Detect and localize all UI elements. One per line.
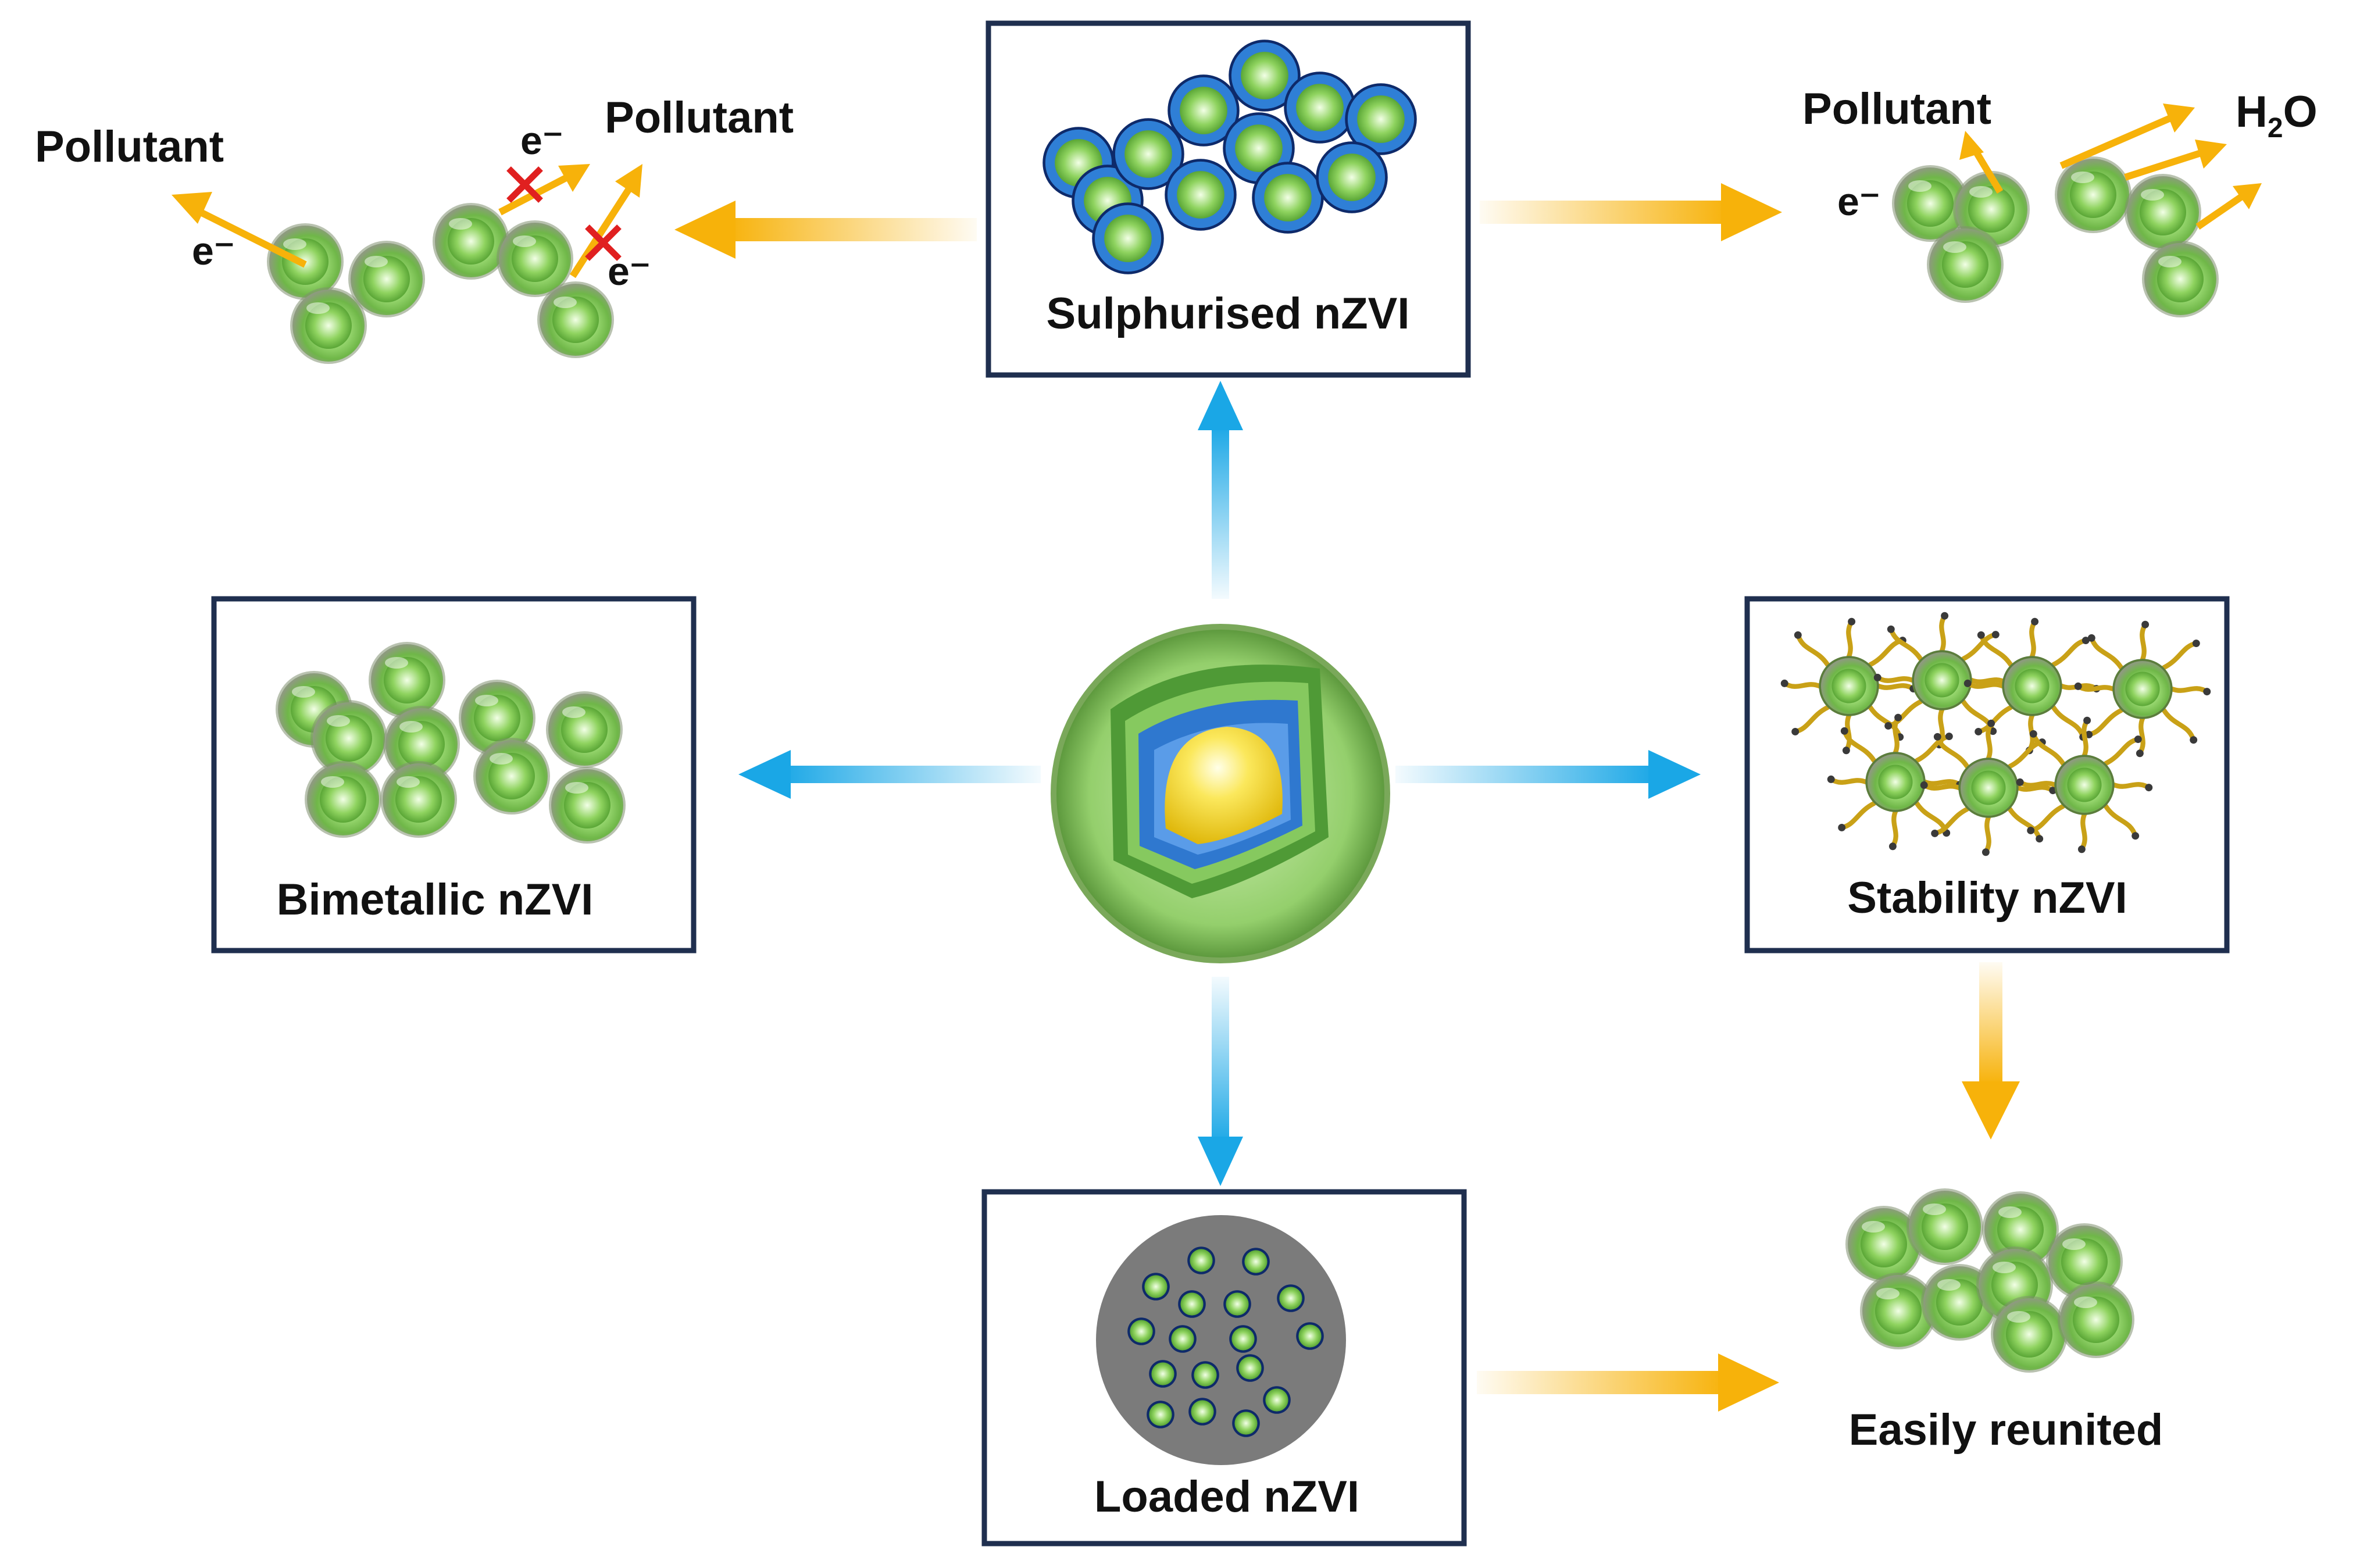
tl-electron-3: e⁻: [608, 249, 651, 294]
tr-pollutant: Pollutant: [1802, 84, 1991, 134]
arrow-sulphurised-left: [674, 201, 977, 259]
sulphurised-label: Sulphurised nZVI: [1047, 289, 1410, 338]
loaded-nzvi-box: Loaded nZVI: [981, 1189, 1467, 1546]
tr-water: H2O: [2236, 87, 2318, 144]
sulphurised-nzvi-box: Sulphurised nZVI: [986, 20, 1471, 378]
arrow-to-sulphurised: [1198, 381, 1243, 599]
loaded-label: Loaded nZVI: [1094, 1472, 1359, 1521]
bimetallic-label: Bimetallic nZVI: [277, 875, 594, 924]
top-right-reduction: Pollutant e⁻ H2O: [1802, 84, 2318, 317]
stability-label: Stability nZVI: [1847, 873, 2127, 923]
tr-electron: e⁻: [1837, 180, 1880, 224]
top-left-blocked-transfer: Pollutant Pollutant e⁻ e⁻ e⁻: [35, 93, 794, 364]
easily-reunited-label: Easily reunited: [1849, 1405, 2163, 1455]
reduction-arrows: [1959, 103, 2262, 230]
arrow-stability-down: [1962, 962, 2020, 1140]
blocked-cross-icon: [506, 166, 622, 261]
center-core-shell-particle: [1051, 624, 1390, 963]
tl-pollutant-a: Pollutant: [35, 122, 224, 172]
stability-nzvi-box: Stability nZVI: [1744, 596, 2230, 953]
easily-reunited-cluster: Easily reunited: [1845, 1188, 2163, 1455]
arrow-loaded-to-reunited: [1477, 1353, 1779, 1412]
tl-pollutant-b: Pollutant: [605, 93, 794, 142]
tl-electron-1: e⁻: [192, 229, 235, 273]
arrow-to-stability: [1395, 750, 1701, 799]
arrow-sulphurised-right: [1480, 183, 1782, 241]
bimetallic-nzvi-box: Bimetallic nZVI: [211, 596, 697, 953]
arrow-to-loaded: [1198, 977, 1243, 1186]
arrow-to-bimetallic: [738, 750, 1041, 799]
tl-electron-2: e⁻: [520, 119, 563, 163]
